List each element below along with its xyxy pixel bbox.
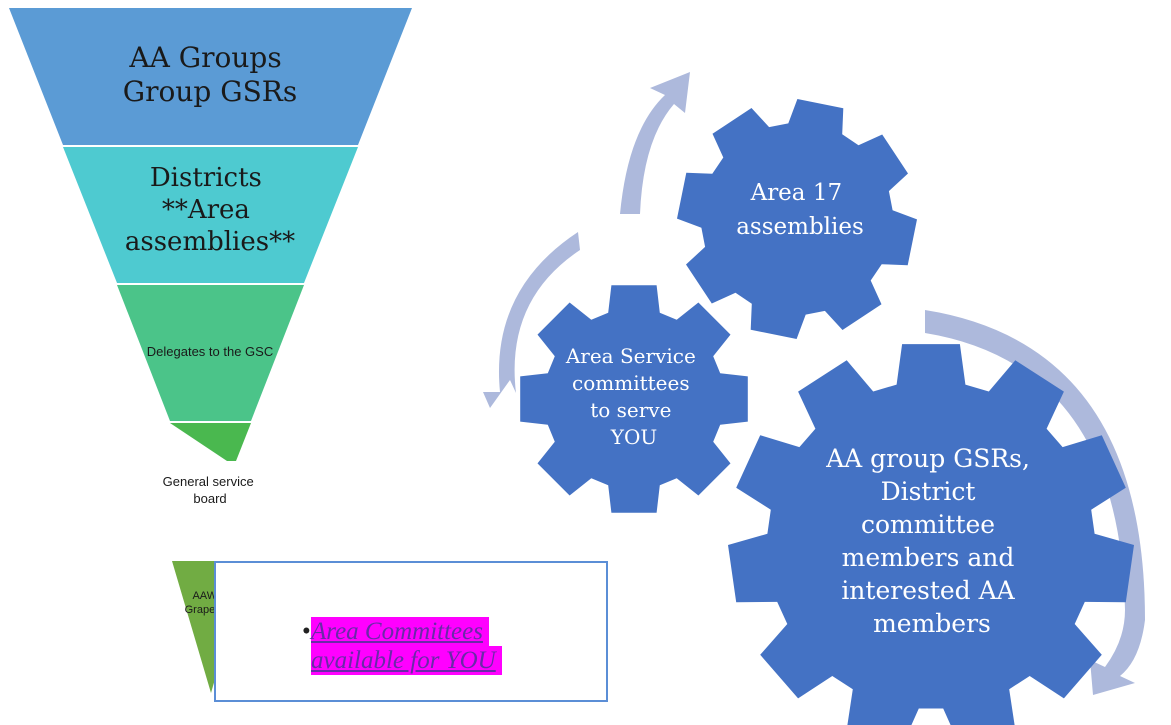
gear-label-aa-group: AA group GSRs, District committee member… [825, 444, 1038, 638]
funnel-level-delegates [117, 285, 304, 421]
funnel-level-board [170, 423, 251, 461]
funnel: AA Groups Group GSRs Districts **Area as… [9, 8, 412, 693]
arrow-left [483, 232, 580, 408]
cycle-arrows [483, 72, 1145, 695]
funnel-level-aa-groups [9, 8, 412, 145]
gear-label-area-service: Area Service committees to serve YOU [565, 344, 702, 449]
gear-area-service [520, 285, 748, 513]
funnel-level-districts [63, 147, 358, 283]
gear-aa-group [728, 344, 1134, 725]
funnel-label-aa-groups: AA Groups Group GSRs [123, 41, 297, 108]
callout-text: • Area Committees available for YOU [302, 617, 502, 675]
gears: Area 17 assemblies Area Service committe… [520, 99, 1134, 725]
funnel-label-districts: Districts **Area assemblies** [125, 163, 295, 257]
gear-label-area-assemblies: Area 17 assemblies [736, 180, 864, 240]
gear-area-assemblies [677, 99, 917, 339]
callout-line-2: available for YOU [311, 646, 502, 675]
funnel-label-delegates: Delegates to the GSC [147, 344, 273, 359]
arrow-top [620, 72, 690, 214]
callout-line-1: Area Committees [311, 617, 489, 646]
funnel-label-board: General service board [163, 474, 258, 506]
callout-box: • Area Committees available for YOU [214, 561, 608, 702]
callout-bullet: • [302, 618, 311, 645]
arrow-right [925, 310, 1145, 695]
